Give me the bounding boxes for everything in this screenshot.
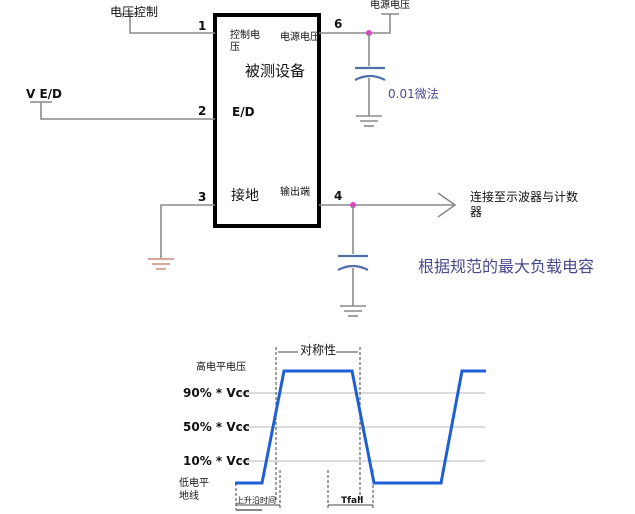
bypass-cap-plate-bottom [354, 74, 386, 81]
pin2-number: 2 [198, 104, 206, 118]
rise-time-label: 上升沿时间 [236, 495, 276, 505]
waveform-trace [235, 369, 486, 485]
bypass-cap-value: 0.01微法 [388, 87, 439, 101]
load-cap-note: 根据规范的最大负载电容 [418, 257, 594, 276]
low-level-label-line1: 低电平 [179, 476, 209, 489]
scope-arrow [437, 192, 457, 218]
level-90-label: 90% * Vcc [183, 386, 250, 400]
pin3-number: 3 [198, 190, 206, 204]
pin1-number: 1 [198, 19, 206, 33]
pin2-label: E/D [232, 105, 255, 119]
pin4-label: 输出端 [280, 185, 310, 198]
pin2-wire [40, 102, 215, 120]
supply-voltage-label: 电源电压 [370, 0, 410, 11]
pin1-label-line2: 压 [230, 41, 240, 53]
ve-d-label: V E/D [26, 87, 62, 101]
level-50-label: 50% * Vcc [183, 420, 250, 434]
pin3-label: 接地 [231, 187, 259, 204]
to-scope-label-line1: 连接至示波器与计数 [470, 189, 578, 204]
pin4-number: 4 [334, 189, 342, 203]
dut-label: 被测设备 [245, 62, 305, 80]
symmetry-label-bg [298, 343, 336, 357]
to-scope-label-line2: 器 [470, 205, 482, 219]
level-10-label: 10% * Vcc [183, 454, 250, 468]
symmetry-label: 对称性 [300, 343, 336, 357]
voltage-control-label: 电压控制 [110, 5, 158, 19]
fall-time-label: Tfall [341, 496, 363, 506]
low-level-label-line2: 地线 [179, 489, 199, 502]
pin1-wire [129, 14, 215, 34]
high-level-label: 高电平电压 [196, 360, 246, 373]
load-cap-plate-bottom [337, 264, 369, 271]
pin6-label: 电源电压 [280, 30, 320, 43]
dut-box [213, 13, 321, 228]
pin6-wire [319, 14, 391, 34]
pin1-label-line1: 控制电 [230, 28, 260, 41]
pin6-number: 6 [334, 17, 342, 31]
pin3-wire [160, 204, 215, 258]
timing-waveform: 对称性 高电平电压 90% * Vcc 50% * Vcc 10% * Vcc … [179, 343, 486, 511]
